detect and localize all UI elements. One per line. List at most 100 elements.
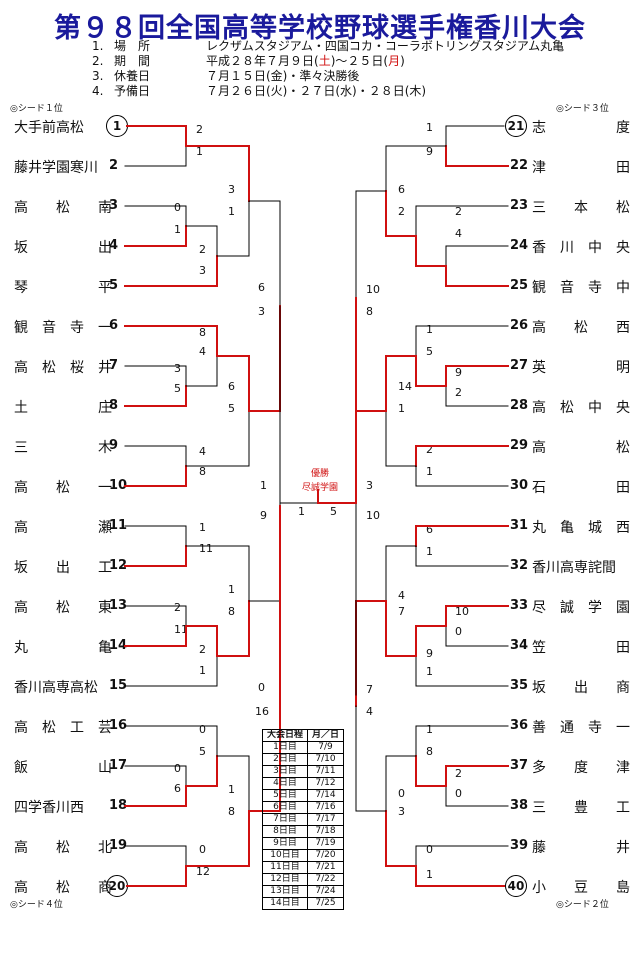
- info-row-rest-day: 3. 休養日 ７月１５日(金)・準々決勝後: [92, 69, 632, 84]
- team-name: 津 田: [532, 160, 630, 176]
- schedule-date: 7/10: [307, 753, 345, 766]
- team-name: 高 松 北: [14, 840, 112, 856]
- team-name: 観 音 寺 一: [14, 320, 112, 336]
- score: 2: [196, 123, 203, 136]
- schedule-date: 7/20: [307, 849, 345, 862]
- seed-label-bottom-right: ◎シード２位: [556, 900, 609, 910]
- score: 1: [196, 145, 203, 158]
- team-number: 34: [510, 638, 529, 653]
- team-name: 高 松 西: [532, 320, 630, 336]
- schedule-date: 7/12: [307, 777, 345, 790]
- score: 1: [260, 479, 267, 492]
- team-number: 28: [510, 398, 529, 413]
- score: 8: [199, 326, 206, 339]
- team-name: 尽 誠 学 園: [532, 600, 630, 616]
- score: 10: [366, 509, 380, 522]
- schedule-day: 7日目: [261, 813, 309, 826]
- team-number: 9: [109, 438, 119, 453]
- score: 0: [199, 843, 206, 856]
- score: 1: [426, 665, 433, 678]
- score: 1: [174, 223, 181, 236]
- schedule-date: 7/19: [307, 837, 345, 850]
- team-name: 高 松 工 芸: [14, 720, 112, 736]
- score: 0: [455, 625, 462, 638]
- info-value: 平成２８年７月９日(土)～２５日(月): [206, 54, 405, 69]
- info-row-reserve-day: 4. 予備日 ７月２６日(火)・２７日(水)・２８日(木): [92, 84, 632, 99]
- team-number: 36: [510, 718, 529, 733]
- info-label: 休養日: [114, 69, 151, 83]
- team-name: 観 音 寺 中 央: [532, 280, 640, 296]
- page-title: 第９８回全国高等学校野球選手権香川大会: [54, 13, 586, 44]
- team-number: 3: [109, 198, 119, 213]
- score: 1: [426, 323, 433, 336]
- score: 2: [398, 205, 405, 218]
- score: 3: [199, 264, 206, 277]
- score: 3: [228, 183, 235, 196]
- score: 12: [196, 865, 210, 878]
- score: 6: [398, 183, 405, 196]
- score: 8: [228, 605, 235, 618]
- score: 2: [426, 443, 433, 456]
- schedule-date: 7/25: [307, 897, 345, 910]
- score: 6: [258, 281, 265, 294]
- team-number: 38: [510, 798, 529, 813]
- score: 5: [426, 345, 433, 358]
- info-num: 3.: [92, 69, 104, 83]
- score: 1: [426, 545, 433, 558]
- score: 3: [398, 805, 405, 818]
- info-value: ７月１５日(金)・準々決勝後: [206, 69, 360, 83]
- seed-number: 21: [505, 115, 527, 137]
- score: 10: [455, 605, 469, 618]
- team-number: 13: [109, 598, 128, 613]
- schedule-header-row: 大会日程 月／日: [261, 729, 345, 742]
- score: 1: [199, 521, 206, 534]
- schedule-day: 14日目: [261, 897, 309, 910]
- team-name: 高 松 桜 井: [14, 360, 112, 376]
- schedule-day: 8日目: [261, 825, 309, 838]
- schedule-day: 5日目: [261, 789, 309, 802]
- schedule-date: 7/24: [307, 885, 345, 898]
- team-name: 英 明: [532, 360, 630, 376]
- info-value: ７月２６日(火)・２７日(水)・２８日(木): [206, 84, 427, 98]
- team-name: 大手前高松: [14, 120, 84, 136]
- team-name: 香 川 中 央: [532, 240, 630, 256]
- team-name: 藤井学園寒川: [14, 160, 98, 176]
- team-name: 高 松 東: [14, 600, 112, 616]
- schedule-date: 7/9: [307, 741, 345, 754]
- score: 7: [366, 683, 373, 696]
- score: 16: [255, 705, 269, 718]
- team-number: 23: [510, 198, 529, 213]
- schedule-date: 7/16: [307, 801, 345, 814]
- schedule-day: 10日目: [261, 849, 309, 862]
- team-name: 三 本 松: [532, 200, 630, 216]
- score: 9: [455, 366, 462, 379]
- info-label: 期 間: [114, 54, 151, 68]
- team-number: 26: [510, 318, 529, 333]
- score: 5: [199, 745, 206, 758]
- score: 0: [258, 681, 265, 694]
- info-value: レクザムスタジアム・四国コカ・コーラボトリングスタジアム丸亀: [206, 39, 565, 53]
- team-number: 2: [109, 158, 119, 173]
- schedule-day: 13日目: [261, 885, 309, 898]
- schedule-day: 4日目: [261, 777, 309, 790]
- team-name: 小 豆 島: [532, 880, 630, 896]
- score: 4: [366, 705, 373, 718]
- team-name: 土 庄: [14, 400, 112, 416]
- team-number: 30: [510, 478, 529, 493]
- score: 2: [455, 767, 462, 780]
- team-name: 高 松 中 央: [532, 400, 630, 416]
- schedule-day: 2日目: [261, 753, 309, 766]
- champion-title: 優勝: [310, 469, 329, 479]
- team-number: 31: [510, 518, 529, 533]
- schedule-day: 9日目: [261, 837, 309, 850]
